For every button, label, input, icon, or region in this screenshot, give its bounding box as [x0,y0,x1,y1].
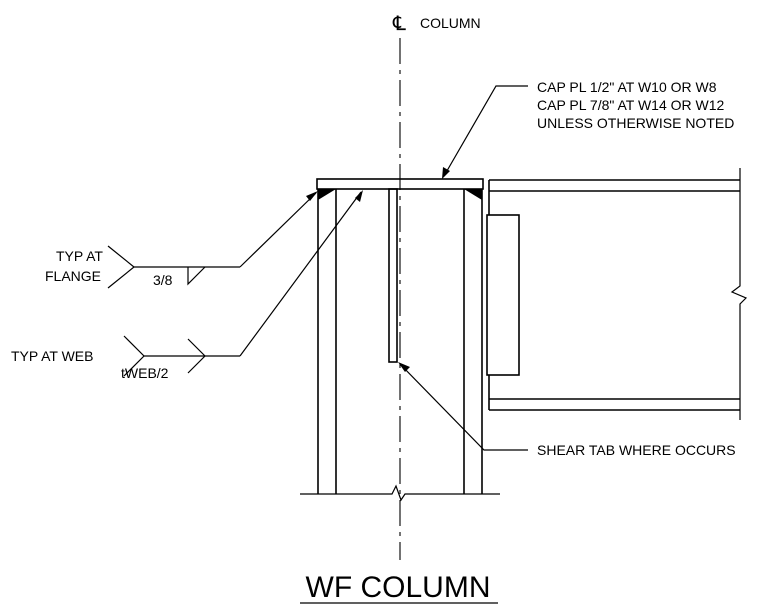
flange-weld-tail [107,245,135,289]
shear-tab [388,188,398,363]
flange-weld-fillet-symbol [187,266,206,286]
wf-column [300,189,500,502]
cap-plate-note: CAP PL 1/2" AT W10 OR W8 CAP PL 7/8" AT … [442,79,734,179]
web-weld-fillet-symbol [187,338,206,374]
flange-weld-arrow [306,191,318,201]
cap-plate [316,178,484,200]
flange-weld-left-mark [318,189,336,200]
flange-weld-label-line-1: TYP AT [56,248,103,264]
cap-plate-note-line-1: CAP PL 1/2" AT W10 OR W8 [537,79,717,95]
shear-tab-leader [399,363,528,451]
flange-weld-label-line-2: FLANGE [45,268,101,284]
wf-beam [486,168,748,420]
web-weld-size: tWEB/2 [121,365,169,381]
flange-weld-right-mark [464,189,482,200]
web-weld-label: TYP AT WEB [11,348,93,364]
drawing-title-text: WF COLUMN [306,571,491,604]
cap-plate-note-line-2: CAP PL 7/8" AT W14 OR W12 [537,97,725,113]
web-weld-arrow [355,190,363,202]
shear-tab-leader-arrow [398,362,410,372]
drawing-title: WF COLUMN [300,571,498,604]
flange-weld-callout: TYP AT FLANGE 3/8 [45,191,318,289]
cap-plate-note-line-3: UNLESS OTHERWISE NOTED [537,115,734,131]
cap-plate-leader [443,85,528,177]
centerline-symbol: ℄ [392,13,406,35]
flange-weld-size: 3/8 [153,272,173,288]
centerline-label: COLUMN [420,15,481,31]
web-weld-callout: TYP AT WEB tWEB/2 [11,190,363,381]
column-centerline: ℄ COLUMN [392,13,481,560]
shear-tab-note-text: SHEAR TAB WHERE OCCURS [537,442,736,458]
cap-plate-leader-arrow [442,167,450,179]
shear-tab-note: SHEAR TAB WHERE OCCURS [398,362,736,458]
